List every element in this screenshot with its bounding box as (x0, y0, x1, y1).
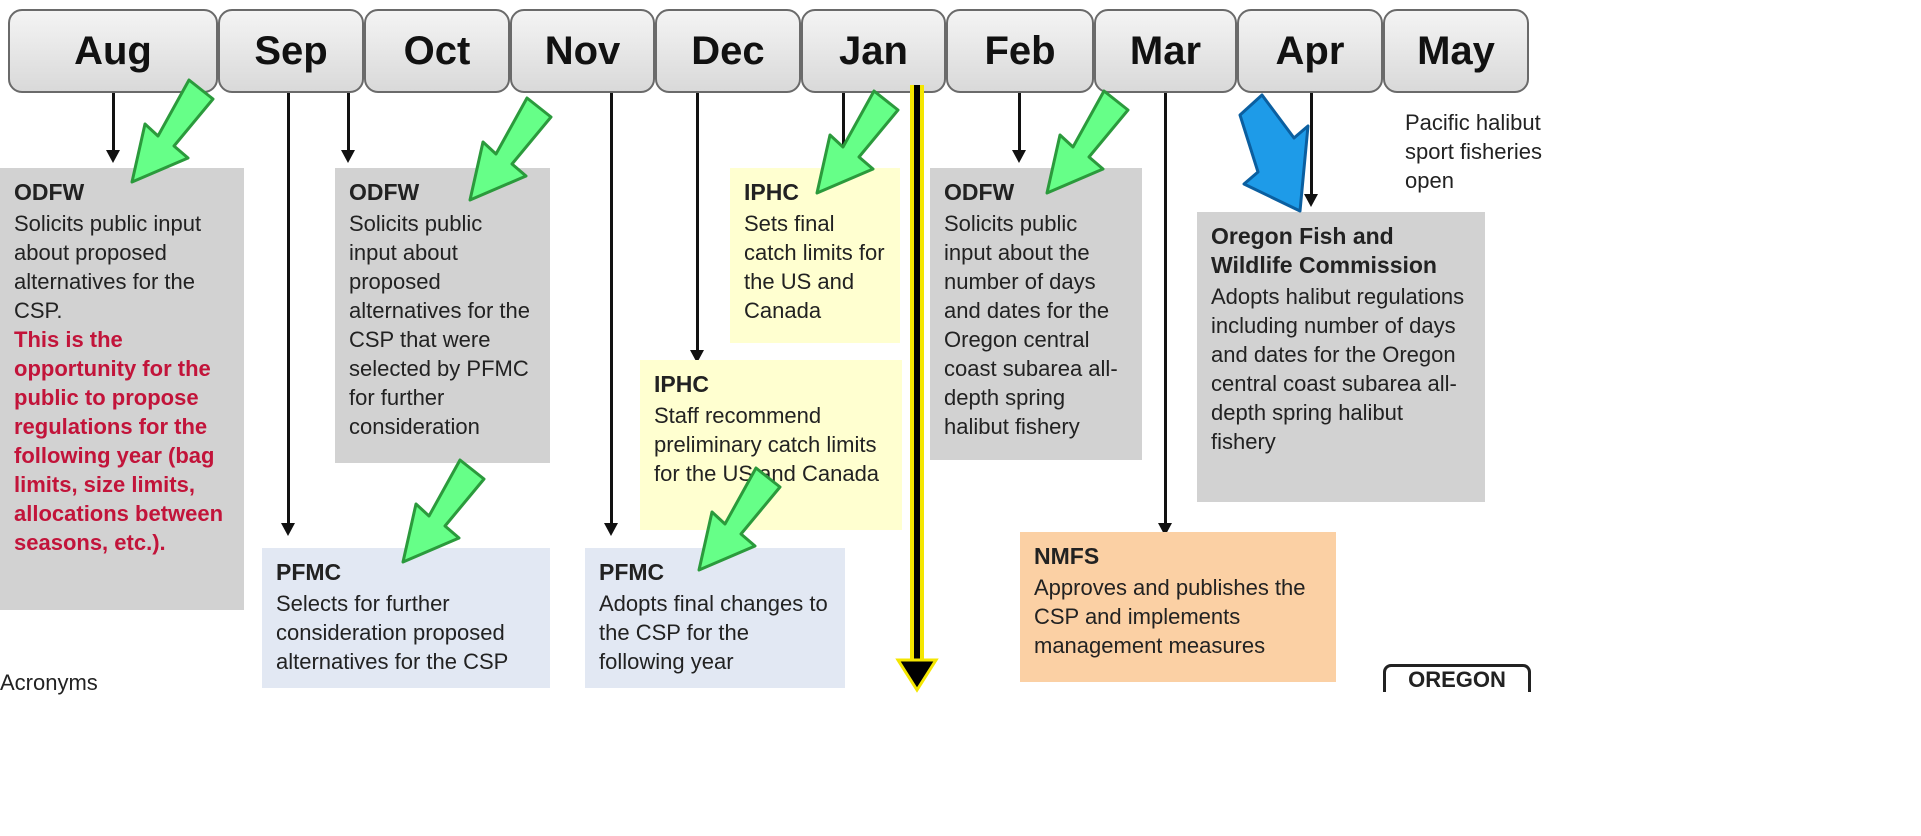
step-feb-odfw: ODFW Solicits public input about the num… (930, 168, 1142, 460)
connector-aug (112, 93, 115, 151)
step-mar-nmfs-body: Approves and publishes the CSP and imple… (1034, 575, 1306, 658)
connector-jan (842, 93, 845, 165)
step-dec-iphc-body: Staff recommend preliminary catch limits… (654, 403, 880, 486)
green-arrow-nov (697, 466, 782, 572)
month-apr: Apr (1237, 9, 1383, 93)
step-dec-iphc-title: IPHC (654, 371, 709, 397)
connector-apr-arrowhead (1304, 194, 1318, 207)
step-sep-pfmc: PFMC Selects for further consideration p… (262, 548, 550, 688)
connector-feb (1018, 93, 1021, 151)
connector-oct-arrowhead (341, 150, 355, 163)
step-apr-commission-title: Oregon Fish and Wildlife Commission (1211, 223, 1437, 278)
connector-mar (1164, 93, 1167, 524)
current-month-marker (895, 85, 939, 693)
step-nov-pfmc-body: Adopts final changes to the CSP for the … (599, 591, 828, 674)
month-feb: Feb (946, 9, 1094, 93)
step-jan-iphc: IPHC Sets final catch limits for the US … (730, 168, 900, 343)
blue-arrow-apr (1238, 93, 1310, 213)
connector-feb-arrowhead (1012, 150, 1026, 163)
step-apr-commission: Oregon Fish and Wildlife Commission Adop… (1197, 212, 1485, 502)
step-nov-pfmc-title: PFMC (599, 559, 665, 585)
connector-dec-arrowhead (690, 350, 704, 363)
step-aug-odfw: ODFW Solicits public input about propose… (0, 168, 244, 610)
month-mar: Mar (1094, 9, 1237, 93)
month-may: May (1383, 9, 1529, 93)
step-oct-odfw-body: Solicits public input about proposed alt… (349, 211, 530, 439)
connector-oct (347, 93, 350, 151)
green-arrow-sep (401, 458, 486, 564)
step-apr-commission-body: Adopts halibut regulations including num… (1211, 284, 1465, 454)
step-aug-odfw-body: Solicits public input about proposed alt… (14, 211, 202, 323)
step-mar-nmfs-title: NMFS (1034, 543, 1100, 569)
oregon-logo: OREGON (1383, 664, 1531, 692)
step-aug-odfw-title: ODFW (14, 179, 85, 205)
connector-nov-arrowhead (604, 523, 618, 536)
green-arrow-jan (815, 89, 900, 195)
step-oct-odfw-title: ODFW (349, 179, 420, 205)
month-sep: Sep (218, 9, 364, 93)
step-dec-iphc: IPHC Staff recommend preliminary catch l… (640, 360, 902, 530)
step-aug-odfw-highlight: This is the opportunity for the public t… (14, 327, 224, 555)
step-sep-pfmc-title: PFMC (276, 559, 342, 585)
connector-aug-arrowhead (106, 150, 120, 163)
step-nov-pfmc: PFMC Adopts final changes to the CSP for… (585, 548, 845, 688)
green-arrow-feb (1045, 89, 1130, 195)
month-nov: Nov (510, 9, 655, 93)
connector-dec (696, 93, 699, 351)
acronyms-label: Acronyms (0, 670, 98, 695)
month-jan: Jan (801, 9, 946, 93)
step-jan-iphc-body: Sets final catch limits for the US and C… (744, 211, 885, 323)
connector-apr (1310, 93, 1313, 195)
step-feb-odfw-body: Solicits public input about the number o… (944, 211, 1118, 439)
connector-sep-arrowhead (281, 523, 295, 536)
connector-nov (610, 93, 613, 524)
month-oct: Oct (364, 9, 510, 93)
green-arrow-oct (468, 96, 553, 202)
may-note: Pacific halibut sport fisheries open (1405, 110, 1542, 193)
step-mar-nmfs: NMFS Approves and publishes the CSP and … (1020, 532, 1336, 682)
step-oct-odfw: ODFW Solicits public input about propose… (335, 168, 550, 463)
month-aug: Aug (8, 9, 218, 93)
step-feb-odfw-title: ODFW (944, 179, 1015, 205)
connector-sep (287, 93, 290, 524)
step-sep-pfmc-body: Selects for further consideration propos… (276, 591, 509, 674)
month-dec: Dec (655, 9, 801, 93)
step-jan-iphc-title: IPHC (744, 179, 799, 205)
green-arrow-aug (130, 78, 215, 184)
